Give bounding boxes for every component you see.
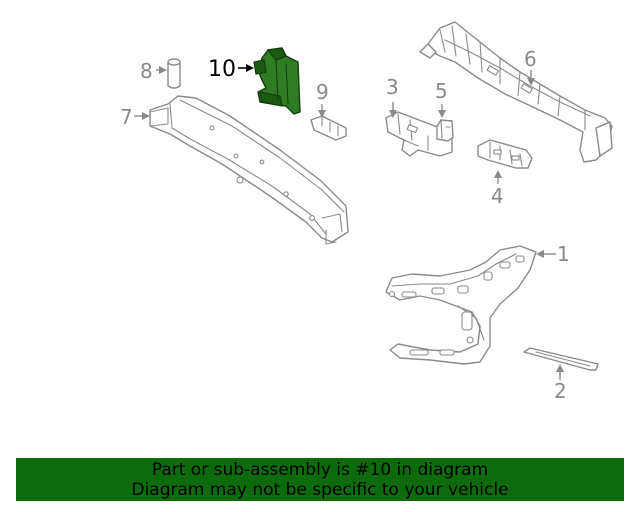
callout-8: 8 — [140, 59, 167, 83]
parts-diagram: 1 2 3 4 5 6 7 8 9 10 — [120, 21, 613, 403]
part-2-strip[interactable] — [523, 347, 599, 371]
callout-4: 4 — [491, 170, 504, 208]
callout-1: 1 — [536, 242, 570, 266]
part-6-bracket[interactable] — [419, 21, 613, 163]
callout-2: 2 — [554, 364, 567, 403]
part-10-highlighted[interactable] — [253, 47, 301, 115]
callout-8-label: 8 — [140, 59, 153, 83]
callout-2-label: 2 — [554, 379, 567, 403]
callout-6-label: 6 — [524, 47, 537, 71]
callout-7-label: 7 — [120, 105, 133, 129]
part-8-pin[interactable] — [167, 58, 181, 89]
callout-1-label: 1 — [557, 242, 570, 266]
callout-10: 10 — [208, 57, 254, 82]
callout-7: 7 — [120, 105, 150, 129]
callout-10-label: 10 — [208, 57, 236, 82]
part-5-clip[interactable] — [436, 119, 454, 142]
banner-line-2: Diagram may not be specific to your vehi… — [131, 480, 509, 500]
callout-9: 9 — [316, 80, 329, 118]
part-4-bracket[interactable] — [477, 139, 533, 169]
notice-banner: Part or sub-assembly is #10 in diagram D… — [16, 458, 624, 501]
callout-5-label: 5 — [435, 79, 448, 103]
callout-4-label: 4 — [491, 184, 504, 208]
part-9-clip[interactable] — [310, 115, 347, 141]
callout-3-label: 3 — [386, 75, 399, 99]
part-1-bracket[interactable] — [385, 245, 537, 365]
callout-6: 6 — [524, 47, 537, 86]
callout-5: 5 — [435, 79, 448, 118]
callout-9-label: 9 — [316, 80, 329, 104]
banner-line-1: Part or sub-assembly is #10 in diagram — [151, 460, 489, 480]
callout-3: 3 — [386, 75, 399, 118]
part-3-bracket[interactable] — [385, 111, 453, 157]
part-7-impact-bar[interactable] — [149, 95, 349, 245]
